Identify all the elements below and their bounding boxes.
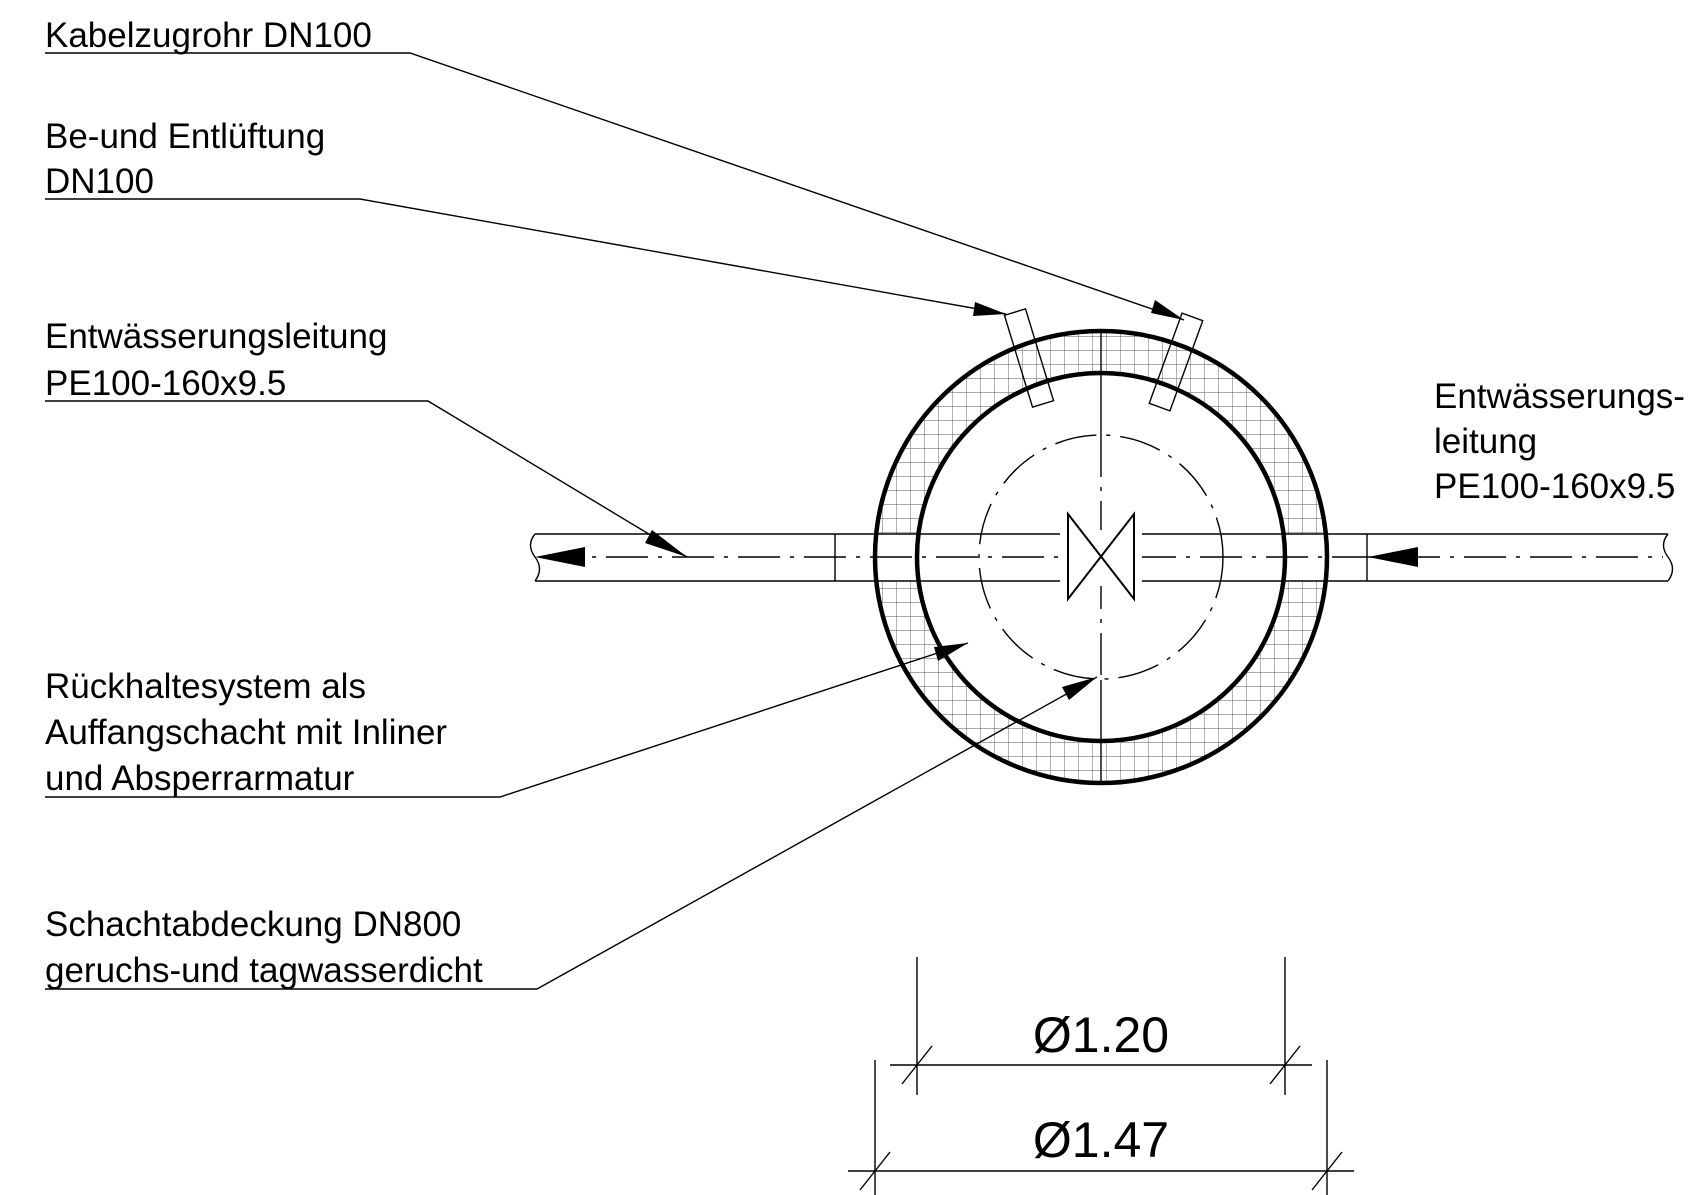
leader-schacht <box>45 676 1098 990</box>
flow-arrow-left <box>535 547 585 567</box>
label-entw-left-line1: Entwässerungsleitung <box>45 317 387 356</box>
leader-arrow-rueckhalte <box>934 643 968 661</box>
dimension-inner: Ø1.20 <box>890 957 1312 1095</box>
flow-arrow-right <box>1368 547 1418 567</box>
leader-rueckhalte <box>45 642 969 798</box>
leader-arrow-belueftung <box>973 302 1006 316</box>
label-entw-left-line2: PE100-160x9.5 <box>45 364 286 403</box>
label-entw-right-line3: PE100-160x9.5 <box>1434 467 1675 506</box>
dimension-outer-label: Ø1.47 <box>1033 1112 1169 1168</box>
leader-arrow-entw-left <box>645 530 687 557</box>
dimension-outer: Ø1.47 <box>848 1060 1354 1195</box>
vent-pipe <box>1003 308 1055 408</box>
dimension-inner-label: Ø1.20 <box>1033 1007 1169 1063</box>
label-schacht-line2: geruchs-und tagwasserdicht <box>45 951 483 990</box>
leader-kabelzugrohr <box>45 52 1185 321</box>
label-entw-right-line1: Entwässerungs- <box>1434 377 1685 416</box>
label-schacht-line1: Schachtabdeckung DN800 <box>45 905 461 944</box>
valve-symbol <box>1060 511 1142 602</box>
label-rueckhalte-line1: Rückhaltesystem als <box>45 667 366 706</box>
label-kabelzugrohr: Kabelzugrohr DN100 <box>45 16 372 55</box>
leader-arrow-kabelzugrohr <box>1151 300 1184 320</box>
label-rueckhalte-line3: und Absperrarmatur <box>45 759 355 798</box>
label-belueftung-line1: Be-und Entlüftung <box>45 117 325 156</box>
label-rueckhalte-line2: Auffangschacht mit Inliner <box>45 713 447 752</box>
leader-arrow-schacht <box>1062 677 1097 700</box>
leader-belueftung <box>45 198 1007 315</box>
label-entw-right-line2: leitung <box>1434 422 1537 461</box>
leader-entw-left <box>45 400 688 558</box>
label-belueftung-line2: DN100 <box>45 162 154 201</box>
cable-conduit <box>1148 312 1204 412</box>
